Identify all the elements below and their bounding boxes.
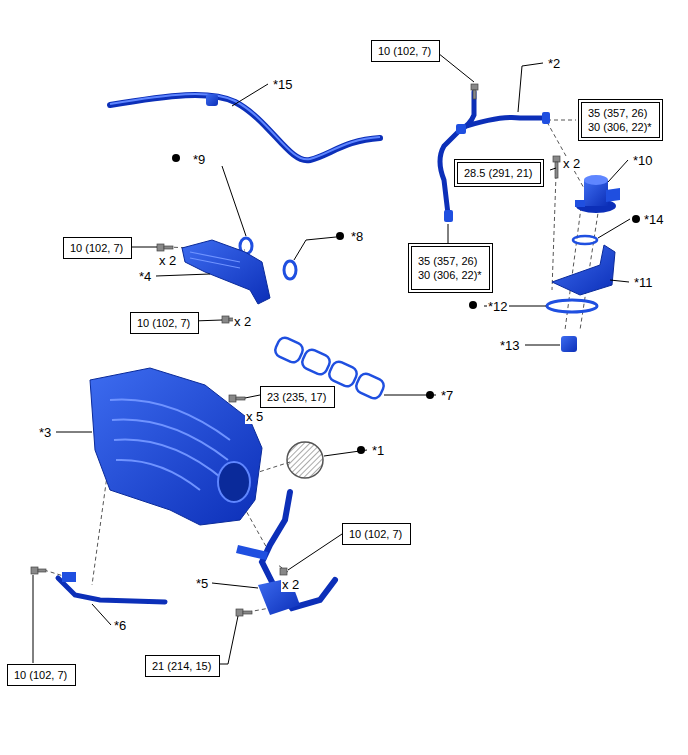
torque-value: 10 (102, 7): [378, 44, 433, 58]
torque-spec-box: 10 (102, 7): [342, 523, 411, 545]
quantity-label: x 2: [562, 156, 581, 171]
callout-number: *3: [38, 425, 52, 440]
callout-number: *8: [350, 229, 364, 244]
callout-number: *6: [113, 618, 127, 633]
torque-value: 35 (357, 26): [588, 106, 653, 120]
callout-number: *15: [272, 77, 294, 92]
torque-spec-box: 10 (102, 7): [7, 664, 76, 686]
torque-spec-box: 10 (102, 7): [130, 312, 199, 334]
torque-spec-box: 10 (102, 7): [371, 40, 440, 62]
torque-value: 28.5 (291, 21): [464, 166, 534, 180]
callout-number: *2: [547, 56, 561, 71]
callout-number: *12: [487, 299, 509, 314]
torque-value: 10 (102, 7): [137, 316, 192, 330]
torque-value: 30 (306, 22)*: [588, 120, 653, 134]
quantity-label: x 2: [281, 577, 300, 592]
torque-value: 21 (214, 15): [152, 659, 213, 673]
torque-spec-box: 21 (214, 15): [145, 655, 220, 677]
torque-value: 10 (102, 7): [349, 527, 404, 541]
callout-number: *10: [632, 153, 654, 168]
torque-spec-box: 23 (235, 17): [260, 386, 335, 408]
quantity-label: x 5: [245, 409, 264, 424]
torque-spec-box: 35 (357, 26)30 (306, 22)*: [578, 99, 663, 141]
callout-number: *14: [643, 212, 665, 227]
torque-value: 35 (357, 26): [418, 254, 483, 268]
torque-spec-box: 28.5 (291, 21): [454, 159, 544, 187]
callout-number: *4: [138, 269, 152, 284]
torque-value: 30 (306, 22)*: [418, 268, 483, 282]
torque-value: 10 (102, 7): [70, 241, 125, 255]
callout-number: *11: [633, 275, 654, 290]
torque-value: 10 (102, 7): [14, 668, 69, 682]
quantity-label: x 2: [233, 314, 252, 329]
callout-number: *1: [371, 443, 385, 458]
quantity-label: x 2: [158, 253, 177, 268]
torque-value: 23 (235, 17): [267, 390, 328, 404]
callout-number: *13: [499, 338, 521, 353]
callout-number: *7: [440, 388, 454, 403]
callout-number: *9: [192, 152, 206, 167]
torque-spec-box: 35 (357, 26)30 (306, 22)*: [408, 243, 493, 293]
callout-number: *5: [195, 576, 209, 591]
torque-spec-box: 10 (102, 7): [63, 237, 132, 259]
